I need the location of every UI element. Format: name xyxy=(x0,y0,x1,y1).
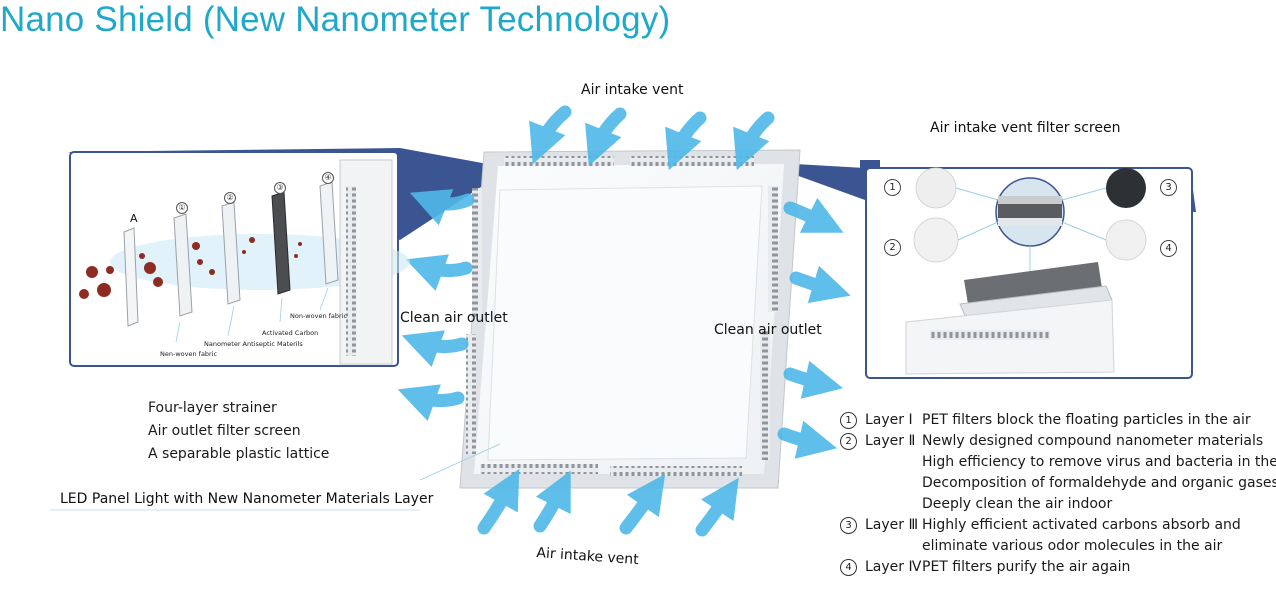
layer-num-2: ② xyxy=(224,192,236,204)
layer-text: Newly designed compound nanometer materi… xyxy=(922,433,1264,449)
layer-row-1: 1 Layer Ⅰ PET filters block the floating… xyxy=(840,410,1276,431)
layer-name: Layer Ⅱ xyxy=(865,433,916,449)
airflow-arrows xyxy=(397,105,851,537)
layer-num-1: ① xyxy=(176,202,188,214)
material-non-woven-bottom: Nen-woven fabric xyxy=(160,350,218,358)
led-pointer xyxy=(419,443,501,481)
led-panel xyxy=(459,149,801,489)
strainer-list: Four-layer strainer Air outlet filter sc… xyxy=(148,397,329,466)
strainer-line: Four-layer strainer xyxy=(148,400,277,416)
led-panel-label: LED Panel Light with New Nanometer Mater… xyxy=(60,491,434,507)
layer-num-4: ④ xyxy=(322,172,334,184)
layer-row-3: 3 Layer Ⅲ Highly efficient activated car… xyxy=(840,515,1276,536)
inset-letter-a: A xyxy=(130,212,138,225)
layer-text: Deeply clean the air indoor xyxy=(922,496,1113,512)
layer-row-4: 4 Layer Ⅳ PET filters purify the air aga… xyxy=(840,557,1276,578)
material-non-woven-top: Non-woven fabric xyxy=(290,312,348,320)
layer-circle-num: 3 xyxy=(840,517,857,534)
layer-descriptions: 1 Layer Ⅰ PET filters block the floating… xyxy=(840,410,1276,578)
page-title: Nano Shield (New Nanometer Technology) xyxy=(0,0,671,39)
layer-row-2: 2 Layer Ⅱ Newly designed compound nanome… xyxy=(840,431,1276,452)
layer-name: Layer Ⅲ xyxy=(865,517,919,533)
filter-num-4: 4 xyxy=(1160,240,1177,257)
layer-name: Layer Ⅰ xyxy=(865,412,913,428)
layer-text: eliminate various odor molecules in the … xyxy=(922,538,1223,554)
layer-num-3: ③ xyxy=(274,182,286,194)
air-intake-top-label: Air intake vent xyxy=(581,82,684,98)
material-activated-carbon: Activated Carbon xyxy=(262,329,319,337)
layer-text: Decomposition of formaldehyde and organi… xyxy=(922,475,1276,491)
strainer-line: A separable plastic lattice xyxy=(148,446,330,462)
strainer-line: Air outlet filter screen xyxy=(148,423,301,439)
left-inset xyxy=(69,151,410,367)
clean-air-right-label: Clean air outlet xyxy=(714,322,822,338)
layer-circle-num: 1 xyxy=(840,412,857,429)
layer-circle-num: 4 xyxy=(840,559,857,576)
layer-circle-num: 2 xyxy=(840,433,857,450)
filter-screen-label: Air intake vent filter screen xyxy=(930,120,1121,136)
filter-num-3: 3 xyxy=(1160,179,1177,196)
layer-text: High efficiency to remove virus and bact… xyxy=(922,454,1276,470)
layer-text: Highly efficient activated carbons absor… xyxy=(922,517,1241,533)
layer-name: Layer Ⅳ xyxy=(865,559,922,575)
right-inset xyxy=(865,167,1193,379)
layer-text: PET filters purify the air again xyxy=(922,559,1131,575)
layer-text: PET filters block the floating particles… xyxy=(922,412,1251,428)
material-nanometer-antiseptic: Nanometer Antiseptic Materils xyxy=(204,340,303,348)
clean-air-left-label: Clean air outlet xyxy=(400,310,508,326)
filter-num-1: 1 xyxy=(884,179,901,196)
filter-num-2: 2 xyxy=(884,239,901,256)
